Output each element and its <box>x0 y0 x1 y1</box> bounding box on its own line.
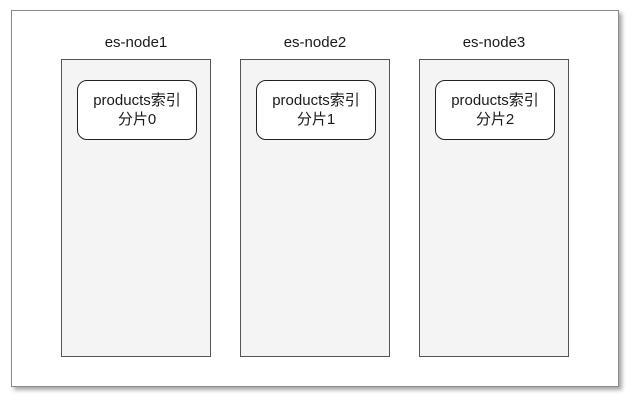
shard-box-0: products索引 分片0 <box>77 80 197 140</box>
node-column-3: products索引 分片2 <box>419 59 569 357</box>
node-column-2: products索引 分片1 <box>240 59 390 357</box>
shard-box-1: products索引 分片1 <box>256 80 376 140</box>
shard-label-index: products索引 <box>451 92 539 109</box>
shard-label-number: 分片1 <box>296 111 336 128</box>
node-title-2: es-node2 <box>283 34 347 51</box>
shard-box-2: products索引 分片2 <box>435 80 555 140</box>
shard-label-number: 分片0 <box>117 111 157 128</box>
node-column-1: products索引 分片0 <box>61 59 211 357</box>
shard-label-index: products索引 <box>93 92 181 109</box>
shard-label-index: products索引 <box>272 92 360 109</box>
shard-label-number: 分片2 <box>475 111 515 128</box>
node-title-3: es-node3 <box>462 34 526 51</box>
node-title-1: es-node1 <box>104 34 168 51</box>
